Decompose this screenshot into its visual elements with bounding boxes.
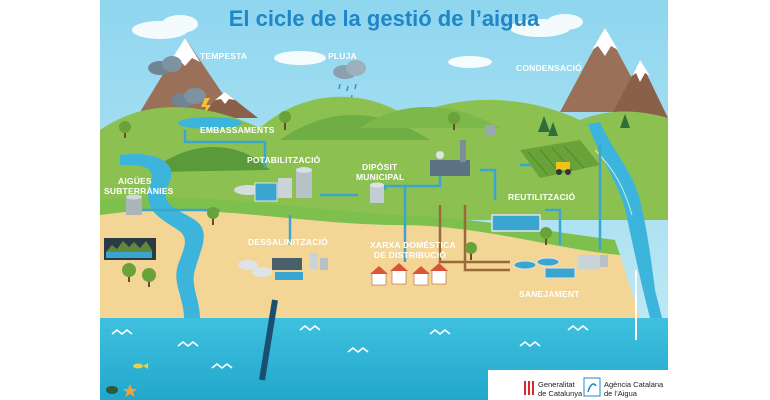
label-condensacio: CONDENSACIÓ	[516, 62, 582, 73]
aquifer-cross-section	[104, 238, 156, 260]
page-title: El cicle de la gestió de l’aigua	[229, 6, 540, 31]
generalitat-line2: de Catalunya	[538, 389, 583, 398]
label-embassaments: EMBASSAMENTS	[200, 125, 275, 135]
reuse-plant	[492, 215, 540, 231]
label-aigues-line2: SUBTERRÀNIES	[104, 186, 174, 196]
well	[126, 195, 142, 216]
label-sanejament: SANEJAMENT	[519, 289, 580, 299]
aca-line1: Agència Catalana	[604, 380, 664, 389]
label-xarxa-line1: XARXA DOMÈSTICA	[370, 240, 456, 250]
label-pluja: PLUJA	[328, 51, 357, 61]
label-dessalinitzacio: DESSALINITZACIÓ	[248, 236, 328, 247]
aca-line2: de l’Aigua	[604, 389, 638, 398]
generalitat-line1: Generalitat	[538, 380, 576, 389]
label-aigues-line1: AIGÜES	[118, 176, 152, 186]
label-xarxa-line2: DE DISTRIBUCIÓ	[374, 249, 446, 260]
logo-bar: Generalitat de Catalunya Agència Catalan…	[488, 370, 668, 400]
illustration-area: TEMPESTA PLUJA CONDENSACIÓ EMBASSAMENTS …	[100, 0, 668, 400]
label-potabilitzacio: POTABILITZACIÓ	[247, 154, 321, 165]
label-diposit-line1: DIPÒSIT	[362, 161, 398, 172]
municipal-tank	[370, 183, 384, 204]
label-tempesta: TEMPESTA	[200, 51, 247, 61]
label-reutilitzacio: REUTILITZACIÓ	[508, 191, 575, 202]
label-diposit-line2: MUNICIPAL	[356, 172, 404, 182]
